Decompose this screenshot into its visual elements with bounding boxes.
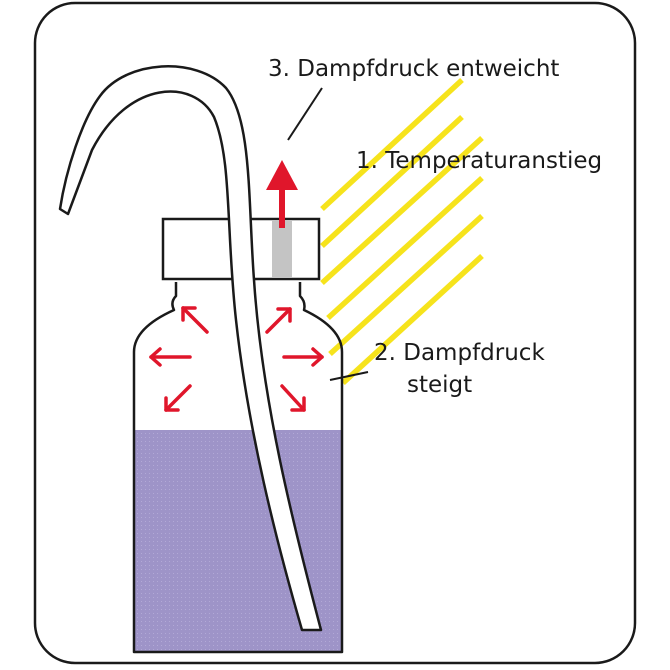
leader-line-step3 bbox=[287, 87, 323, 141]
heat-stripes-icon bbox=[320, 77, 484, 386]
label-step2-line1: 2. Dampfdruck bbox=[374, 340, 545, 366]
label-step1: 1. Temperaturanstieg bbox=[356, 148, 602, 174]
vent-channel bbox=[272, 220, 292, 278]
pressure-arrows-icon bbox=[149, 306, 324, 412]
label-step3: 3. Dampfdruck entweicht bbox=[268, 56, 559, 82]
escape-arrow-icon bbox=[266, 160, 298, 228]
leader-line-step2 bbox=[329, 371, 369, 381]
label-step2-line2: steigt bbox=[407, 372, 472, 398]
spout-tube bbox=[58, 65, 323, 632]
bottle-body bbox=[132, 282, 344, 654]
